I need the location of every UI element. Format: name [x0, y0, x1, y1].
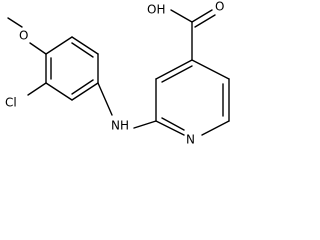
bond-c3-methoxy-o: [29, 42, 47, 55]
bond-c2-cl: [27, 82, 47, 96]
double-bond-c4-c5: [71, 42, 94, 58]
label-amine-nh: NH: [111, 119, 129, 133]
bond-ring-c1-c2: [45, 82, 73, 101]
bond-ring-c3-c4: [45, 36, 73, 55]
bond-py-c6-n: [201, 120, 230, 136]
bond-carboxyl-c-o-outer: [191, 9, 213, 23]
bond-ring-c4-c5: [71, 36, 99, 55]
chemical-structure: OH O O Cl NH N: [5, 0, 230, 147]
bond-py-n-c2: [155, 120, 185, 136]
bond-nh-pyridine: [133, 120, 157, 129]
bond-c6-nh: [97, 82, 113, 116]
double-bond-py-c3-c4: [161, 65, 193, 83]
pyridine-ring: [155, 59, 230, 136]
double-bond-c6-c1: [71, 79, 94, 95]
label-carbonyl-o: O: [215, 0, 224, 14]
label-carboxylic-oh: OH: [147, 3, 165, 17]
bond-py-c3-c4: [155, 59, 193, 80]
bond-carboxyl-c-o-inner: [194, 14, 216, 28]
bond-methoxy-o-ch3: [7, 17, 23, 28]
bond-ring-c6-c1: [71, 82, 99, 101]
label-methoxy-o: O: [19, 29, 28, 43]
bond-py-c4-c5: [191, 59, 230, 80]
label-chloro: Cl: [5, 96, 17, 110]
bond-carboxyl-c-oh: [170, 9, 193, 23]
label-pyridine-n: N: [186, 133, 195, 147]
benzene-ring: [45, 36, 99, 101]
double-bond-py-n-c2: [161, 117, 185, 131]
